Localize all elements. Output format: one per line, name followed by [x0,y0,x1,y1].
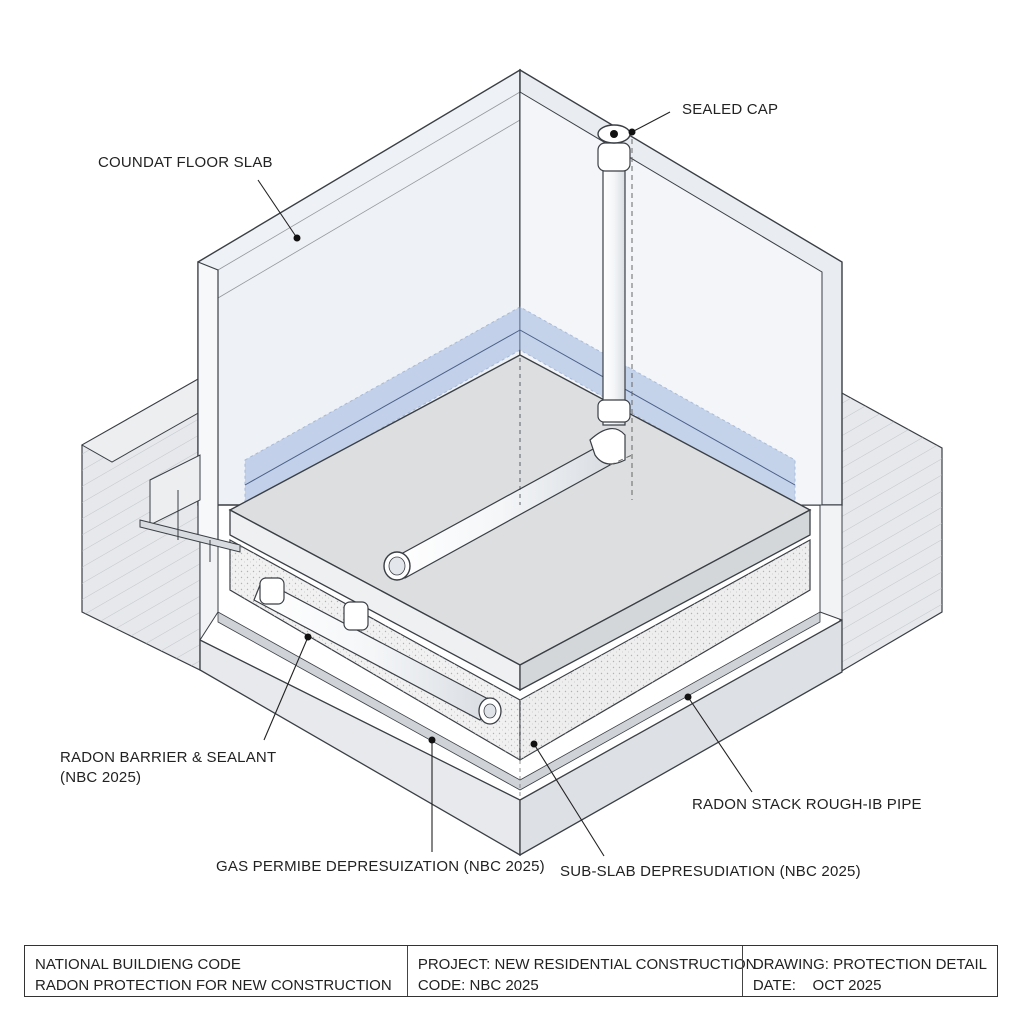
label-radon-barrier: RADON BARRIER & SEALANT (NBC 2025) [60,749,276,786]
wall-tie-detail [139,454,241,562]
label-radon-stack: RADON STACK ROUGH-IB PIPE [692,796,922,813]
label-radon-barrier-line2: (NBC 2025) [60,769,142,786]
title-block-subject: RADON PROTECTION FOR NEW CONSTRUCTION [35,977,392,994]
label-sub-slab: SUB-SLAB DEPRESUDIATION (NBC 2025) [560,863,861,880]
concrete-floor-slab [228,354,812,692]
title-block-drawing: DRAWING: PROTECTION DETAIL [752,956,987,973]
sub-slab-perforated-pipe [253,577,502,725]
radon-stack-pipe [383,124,633,800]
soil-block [80,376,943,674]
label-radon-barrier-line1: RADON BARRIER & SEALANT [60,749,277,766]
callout-dots [293,128,692,748]
label-gas-permeable: GAS PERMIBE DEPRESUIZATION (NBC 2025) [216,858,545,875]
label-sealed-cap: SEALED CAP [682,101,779,118]
callout-leaders [257,111,753,857]
title-block-date: DATE: OCT 2025 [752,977,882,994]
title-block-code: CODE: NBC 2025 [417,977,539,994]
title-block-code-name: NATIONAL BUILDIENG CODE [35,956,241,973]
title-block-project: PROJECT: NEW RESIDENTIAL CONSTRUCTION [417,956,757,973]
title-block-project-cell: PROJECT: NEW RESIDENTIAL CONSTRUCTION CO… [406,946,757,996]
title-block-code-cell: NATIONAL BUILDIENG CODE RADON PROTECTION… [25,946,407,996]
title-block: NATIONAL BUILDIENG CODE RADON PROTECTION… [24,945,998,997]
title-block-drawing-cell: DRAWING: PROTECTION DETAIL DATE: OCT 202… [741,946,997,996]
label-floor-slab: COUNDAT FLOOR SLAB [98,154,273,171]
